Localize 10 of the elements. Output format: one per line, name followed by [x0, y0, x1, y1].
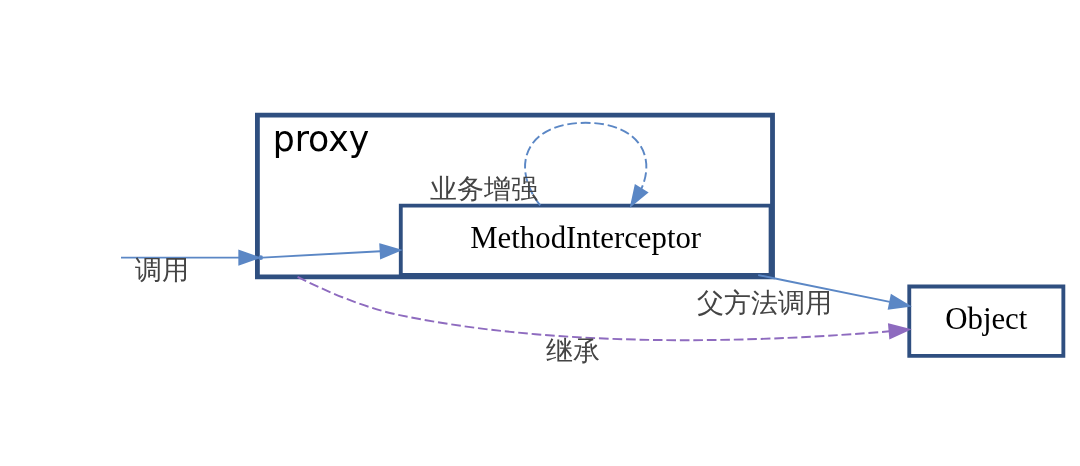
edge-label: 调用 — [135, 253, 190, 285]
arrow — [524, 121, 649, 208]
arrow — [238, 242, 403, 266]
edge-label: 继承 — [546, 334, 601, 366]
arrow — [296, 275, 912, 341]
node-box: MethodInterceptor — [398, 203, 773, 277]
edge-label: 业务增强 — [430, 172, 539, 204]
node-box: Object — [907, 284, 1066, 358]
arrow — [757, 273, 912, 310]
edge-label: 父方法调用 — [696, 286, 832, 318]
